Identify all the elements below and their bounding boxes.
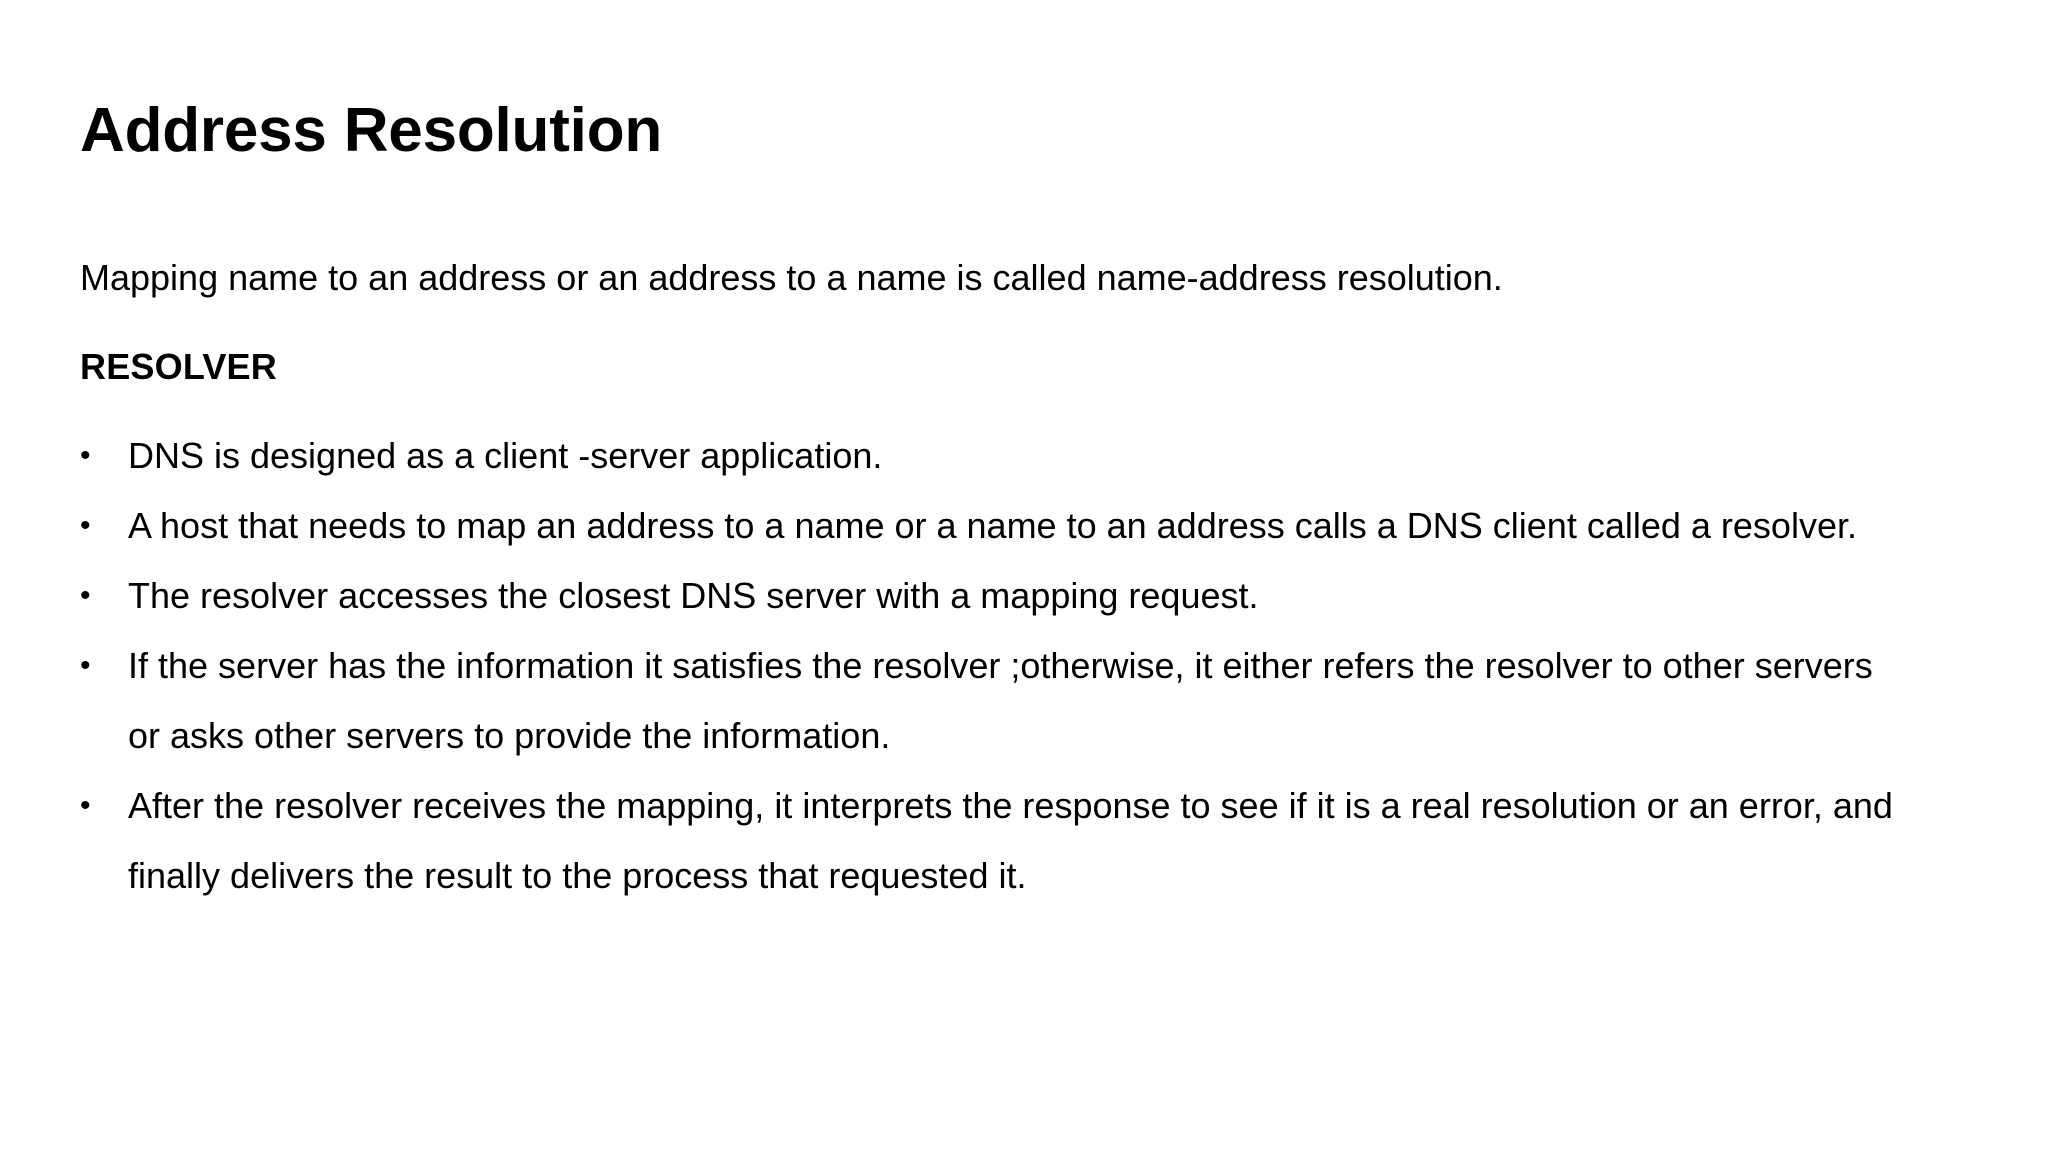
list-item: • DNS is designed as a client -server ap…	[80, 421, 1900, 491]
list-item-text: After the resolver receives the mapping,…	[128, 785, 1893, 896]
list-item: • If the server has the information it s…	[80, 631, 1900, 771]
bullet-list: • DNS is designed as a client -server ap…	[80, 421, 1900, 911]
intro-paragraph: Mapping name to an address or an address…	[80, 257, 1503, 298]
bullet-icon: •	[80, 789, 91, 822]
section-heading-resolver: RESOLVER	[80, 345, 277, 387]
list-item-text: If the server has the information it sat…	[128, 645, 1873, 756]
bullet-icon: •	[80, 649, 91, 682]
list-item-text: The resolver accesses the closest DNS se…	[128, 575, 1259, 616]
list-item-text: A host that needs to map an address to a…	[128, 505, 1857, 546]
list-item: • A host that needs to map an address to…	[80, 491, 1900, 561]
page-title: Address Resolution	[80, 95, 663, 165]
bullet-icon: •	[80, 579, 91, 612]
list-item-text: DNS is designed as a client -server appl…	[128, 435, 883, 476]
list-item: • The resolver accesses the closest DNS …	[80, 561, 1900, 631]
bullet-icon: •	[80, 439, 91, 472]
bullet-icon: •	[80, 509, 91, 542]
list-item: • After the resolver receives the mappin…	[80, 771, 1900, 911]
